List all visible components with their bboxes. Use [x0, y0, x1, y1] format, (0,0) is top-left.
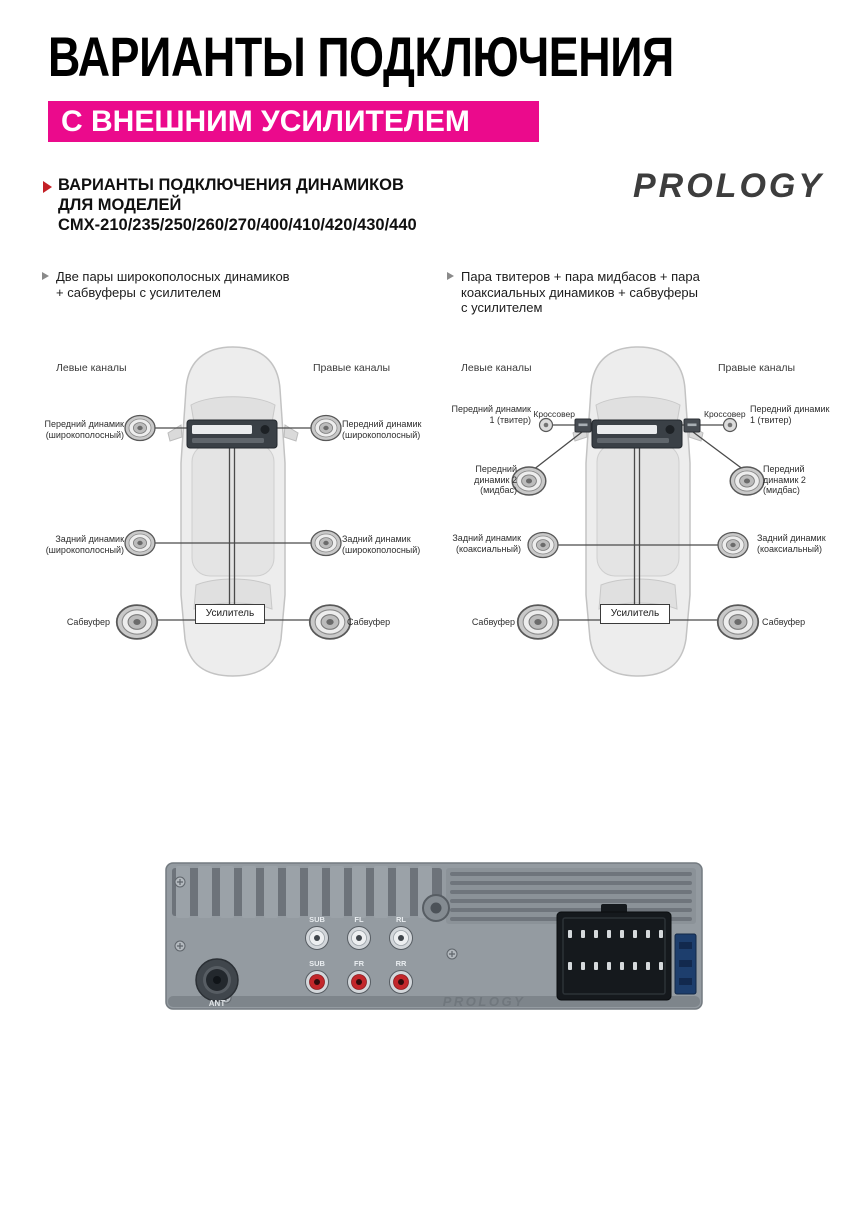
- coaxial-left-icon: [527, 531, 559, 559]
- vent-grooves: [446, 868, 696, 924]
- tweeter-right-icon: [722, 417, 738, 433]
- section-heading: ВАРИАНТЫ ПОДКЛЮЧЕНИЯ ДИНАМИКОВ ДЛЯ МОДЕЛ…: [58, 175, 417, 235]
- crossover-right-icon: [683, 418, 701, 433]
- subtitle-banner: С ВНЕШНИМ УСИЛИТЕЛЕМ: [48, 101, 539, 142]
- subwoofer-left-label: Сабвуфер: [471, 617, 515, 627]
- midbass-right-icon: [729, 466, 765, 496]
- rca-output-top-row: SUB FL RL: [305, 915, 413, 950]
- diagram-two-pairs-fullrange: Левые каналы Правые каналы Передний дина…: [40, 340, 430, 700]
- rca-jack-red-icon: [305, 970, 413, 994]
- midbass-left-icon: [511, 466, 547, 496]
- front-left-speaker-icon: [124, 414, 156, 442]
- screw-icon: [446, 948, 458, 960]
- crossover-left-label: Кроссовер: [533, 409, 575, 419]
- prology-logo: PROLOGY: [633, 167, 825, 205]
- diagram-b-graphic: [511, 346, 765, 677]
- coaxial-right-icon: [717, 531, 749, 559]
- heatsink-fins: [172, 866, 442, 918]
- car-top-view: [167, 346, 299, 677]
- blue-connector: [674, 933, 697, 995]
- wiring-lines: [532, 424, 745, 621]
- section-marker: [43, 181, 52, 193]
- screw-icon: [174, 876, 186, 888]
- rca-jack-white-icon: [305, 926, 413, 950]
- rca-label: FR: [354, 959, 365, 968]
- ant-label: ANT: [209, 999, 226, 1008]
- front-tweeter-right-label: Передний динамик 1 (твитер): [750, 404, 830, 425]
- left-channels-label: Левые каналы: [461, 362, 532, 374]
- front-right-speaker-label: Передний динамик (широкополосный): [342, 419, 422, 440]
- section-heading-line1: ВАРИАНТЫ ПОДКЛЮЧЕНИЯ ДИНАМИКОВ: [58, 176, 404, 194]
- iso-pins: [568, 930, 663, 970]
- caption-bullet-icon: [42, 272, 49, 280]
- diagram-b-caption: Пара твитеров + пара мидбасов + пара коа…: [447, 269, 705, 316]
- rear-right-speaker-icon: [310, 529, 342, 557]
- section-heading-line2: ДЛЯ МОДЕЛЕЙ: [58, 196, 182, 214]
- section-heading-line3: CMX-210/235/250/260/270/400/410/420/430/…: [58, 216, 417, 234]
- diagram-b-caption-text: Пара твитеров + пара мидбасов + пара коа…: [461, 269, 700, 315]
- front-midbass-left-label: Передний динамик 2 (мидбас): [474, 464, 517, 495]
- rear-left-speaker-icon: [124, 529, 156, 557]
- tweeter-left-icon: [538, 417, 554, 433]
- screw-icon: [174, 940, 186, 952]
- head-unit-icon: [186, 419, 278, 449]
- crossover-right-label: Кроссовер: [704, 409, 746, 419]
- right-channels-label: Правые каналы: [313, 362, 391, 374]
- rca-label: SUB: [309, 915, 325, 924]
- rca-output-bottom-row: SUB FR RR: [305, 959, 413, 994]
- amplifier-box: Усилитель: [600, 604, 670, 624]
- rca-label: FL: [354, 915, 364, 924]
- crossover-left-icon: [574, 418, 592, 433]
- rear-panel-brand: PROLOGY: [443, 994, 526, 1009]
- rear-coaxial-left-label: Задний динамик (коаксиальный): [452, 533, 521, 554]
- head-unit-icon: [591, 419, 683, 449]
- diagram-a-caption-text: Две пары широкополосных динамиков + сабв…: [56, 269, 290, 300]
- page-title: ВАРИАНТЫ ПОДКЛЮЧЕНИЯ: [48, 25, 674, 88]
- front-right-speaker-icon: [310, 414, 342, 442]
- diagram-a-graphic: [115, 346, 352, 677]
- subwoofer-right-label: Сабвуфер: [347, 617, 391, 627]
- diagram-a-caption: Две пары широкополосных динамиков + сабв…: [42, 269, 294, 300]
- left-channels-label: Левые каналы: [56, 362, 127, 374]
- head-unit-rear-view: ANT SUB FL RL SUB FR RR: [164, 860, 704, 1012]
- rear-panel-graphic: ANT SUB FL RL SUB FR RR: [165, 862, 703, 1010]
- front-midbass-right-label: Передний динамик 2 (мидбас): [763, 464, 806, 495]
- rear-coaxial-right-label: Задний динамик (коаксиальный): [757, 533, 826, 554]
- amplifier-box: Усилитель: [195, 604, 265, 624]
- rca-label: RL: [396, 915, 406, 924]
- subwoofer-right-icon: [716, 604, 760, 640]
- front-tweeter-left-label: Передний динамик 1 (твитер): [451, 404, 531, 425]
- subwoofer-left-label: Сабвуфер: [66, 617, 110, 627]
- subwoofer-right-icon: [308, 604, 352, 640]
- subwoofer-left-icon: [115, 604, 159, 640]
- right-channels-label: Правые каналы: [718, 362, 796, 374]
- rear-left-speaker-label: Задний динамик (широкополосный): [45, 534, 124, 555]
- rca-label: RR: [396, 959, 407, 968]
- antenna-connector: ANT: [195, 958, 239, 1008]
- caption-bullet-icon: [447, 272, 454, 280]
- car-top-view: [572, 346, 704, 677]
- subwoofer-right-label: Сабвуфер: [762, 617, 806, 627]
- rear-right-speaker-label: Задний динамик (широкополосный): [342, 534, 421, 555]
- iso-connector: [556, 904, 672, 1001]
- subwoofer-left-icon: [516, 604, 560, 640]
- diagram-tweeter-midbass-coaxial: Левые каналы Правые каналы Передний дина…: [445, 340, 835, 700]
- front-left-speaker-label: Передний динамик (широкополосный): [44, 419, 124, 440]
- rca-label: SUB: [309, 959, 325, 968]
